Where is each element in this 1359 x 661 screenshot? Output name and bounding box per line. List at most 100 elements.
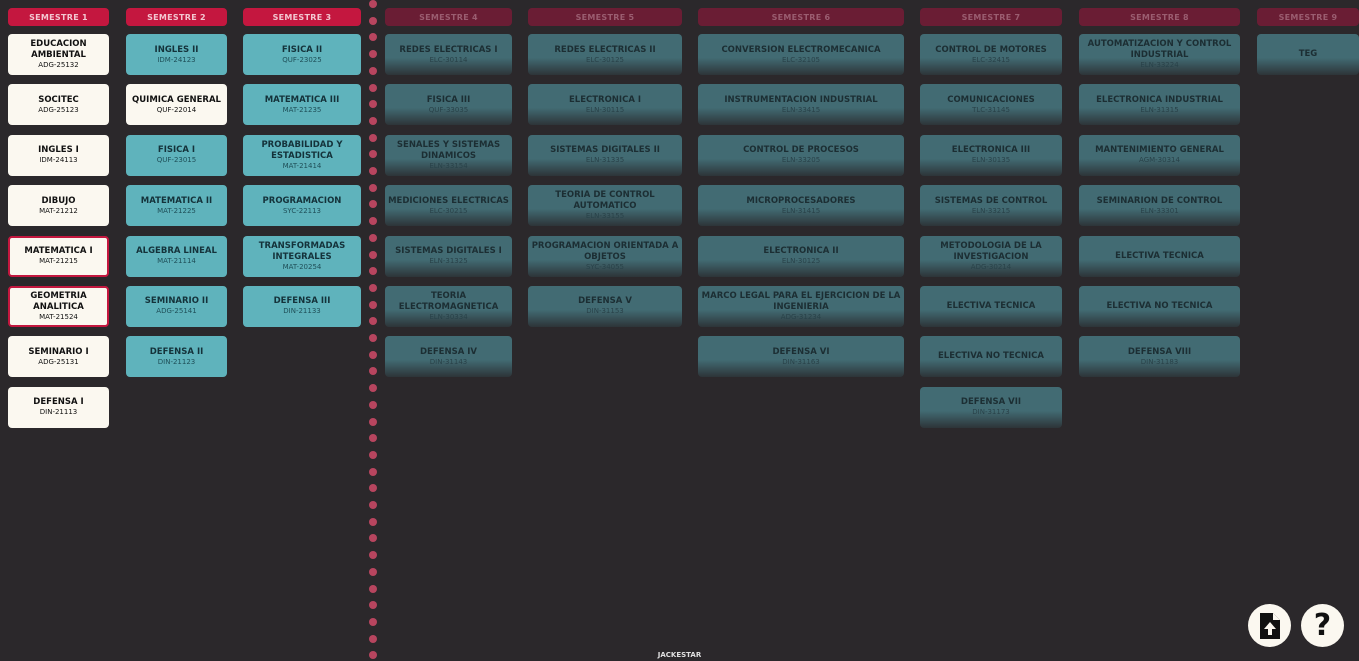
semester-header[interactable]: SEMESTRE 2 [126, 8, 227, 26]
export-button[interactable] [1248, 604, 1291, 647]
course-name: ELECTIVA TECNICA [946, 300, 1036, 311]
course-card[interactable]: TEG [1257, 34, 1359, 75]
divider-dot [369, 651, 377, 660]
course-name: SEMINARION DE CONTROL [1096, 195, 1223, 206]
course-code: ELN-33215 [971, 206, 1011, 215]
course-card[interactable]: ELECTIVA TECNICA [920, 285, 1062, 327]
course-code: ADG-25131 [38, 357, 79, 366]
help-button[interactable]: ? [1301, 604, 1344, 647]
course-code: MAT-21212 [39, 206, 78, 215]
course-code: ADG-25132 [38, 61, 79, 69]
course-card[interactable]: ELECTIVA NO TECNICA [1079, 285, 1240, 327]
course-code: ADG-25123 [38, 105, 79, 114]
course-name: MEDICIONES ELECTRICAS [388, 195, 509, 206]
course-code: DIN-31163 [782, 357, 820, 366]
semester-header[interactable]: SEMESTRE 8 [1079, 8, 1240, 26]
divider-dot [369, 384, 377, 393]
divider-dot [369, 367, 377, 376]
course-code: ELN-33224 [1140, 61, 1179, 69]
semester-header[interactable]: SEMESTRE 4 [385, 8, 512, 26]
course-name: CONTROL DE PROCESOS [743, 145, 859, 156]
divider-dot [369, 534, 377, 543]
divider-dot [369, 634, 377, 643]
semester-header[interactable]: SEMESTRE 9 [1257, 8, 1359, 26]
semester-header[interactable]: SEMESTRE 5 [528, 8, 682, 26]
course-name: MICROPROCESADORES [746, 195, 856, 206]
course-name: PROGRAMACION [262, 195, 342, 206]
course-code: ELN-33205 [781, 156, 821, 165]
course-code: ELN-33154 [429, 161, 468, 170]
divider-dot [369, 250, 377, 259]
file-upload-icon [1259, 612, 1280, 639]
course-code: ELN-33155 [585, 212, 625, 221]
semester-header[interactable]: SEMESTRE 1 [8, 8, 109, 26]
course-code: ELN-33301 [1140, 206, 1179, 215]
semester-header[interactable]: SEMESTRE 3 [243, 8, 361, 26]
course-name: MATEMATICA II [140, 195, 213, 206]
course-card[interactable]: ELECTIVA NO TECNICA [920, 336, 1062, 378]
semester-header[interactable]: SEMESTRE 6 [698, 8, 904, 26]
divider-dot [369, 133, 377, 142]
course-name: SISTEMAS DE CONTROL [934, 195, 1048, 206]
divider-dot [369, 100, 377, 109]
course-card[interactable]: MARCO LEGAL PARA EL EJERCICION DE LA ING… [698, 285, 904, 327]
semester-header[interactable]: SEMESTRE 7 [920, 8, 1062, 26]
course-card[interactable]: ELECTIVA TECNICA [1079, 235, 1240, 277]
course-name: SEMINARIO I [28, 346, 89, 357]
course-name: DEFENSA I [33, 397, 84, 408]
